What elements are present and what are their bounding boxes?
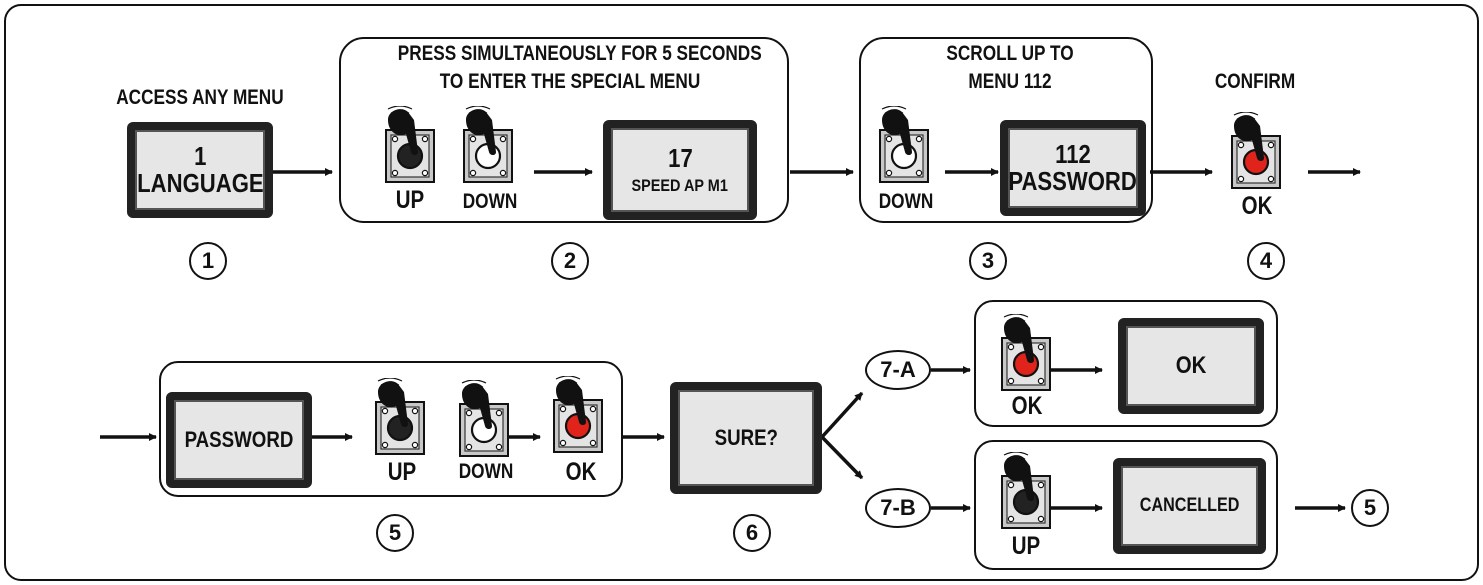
lcd-line-text: PASSWORD: [1008, 166, 1138, 196]
lcd-display-ok: OK: [1118, 318, 1264, 414]
step-number-5: 5: [376, 514, 414, 552]
group-box-step-2: [339, 37, 789, 223]
lcd-display-cancelled: CANCELLED: [1113, 458, 1266, 554]
lcd-line-text: LANGUAGE: [136, 168, 264, 198]
button-label-ok: OK: [1011, 392, 1043, 420]
lcd-line-text: CANCELLED: [1139, 495, 1240, 517]
step-number-3: 3: [969, 242, 1007, 280]
push-button-icon: [385, 106, 435, 183]
ok-button[interactable]: [1228, 112, 1286, 192]
push-button-icon: [463, 106, 513, 183]
ok-button[interactable]: [550, 376, 608, 456]
push-button-icon: [553, 376, 603, 453]
button-label-up: UP: [395, 186, 425, 214]
push-button-icon: [1001, 452, 1051, 529]
push-button-icon: [1231, 112, 1281, 189]
group-box-step-7a: [974, 300, 1278, 427]
return-step-number-5: 5: [1351, 489, 1389, 527]
hand-pointer-icon: [1233, 112, 1264, 161]
button-label-ok: OK: [1241, 192, 1273, 220]
lcd-line-text: SURE?: [714, 425, 778, 451]
down-button[interactable]: [876, 106, 934, 186]
step-3-caption-line-2: MENU 112: [968, 70, 1052, 93]
up-button[interactable]: [998, 452, 1056, 532]
arrow-branch-up: [820, 391, 864, 439]
button-label-up: UP: [1011, 532, 1041, 560]
hand-pointer-icon: [1003, 452, 1034, 501]
step-number-4: 4: [1247, 242, 1285, 280]
hand-pointer-icon: [1003, 314, 1034, 363]
push-button-icon: [1001, 314, 1051, 391]
group-box-step-5: [159, 361, 623, 497]
step-1-caption: ACCESS ANY MENU: [116, 86, 284, 109]
lcd-display-sure: SURE?: [670, 382, 822, 494]
arrow-branch-down: [820, 435, 864, 480]
down-button[interactable]: [460, 106, 518, 186]
lcd-display-password: PASSWORD: [166, 392, 312, 488]
lcd-display-password-112: 112 PASSWORD: [1000, 120, 1146, 216]
step-2-caption-line-1: PRESS SIMULTANEOUSLY FOR 5 SECONDS: [397, 42, 762, 65]
group-box-step-3: [859, 37, 1153, 223]
step-number-1: 1: [189, 242, 227, 280]
lcd-line-number: 1: [193, 140, 207, 171]
step-number-2: 2: [551, 242, 589, 280]
outer-frame: [4, 4, 1479, 581]
hand-pointer-icon: [555, 376, 586, 425]
button-label-down: DOWN: [462, 190, 518, 213]
lcd-display-speed: 17 SPEED AP M1: [603, 120, 757, 220]
push-button-icon: [879, 106, 929, 183]
button-label-up: UP: [387, 458, 417, 486]
branch-tag-7a: 7-A: [865, 350, 931, 390]
hand-pointer-icon: [377, 378, 408, 427]
lcd-line-text: PASSWORD: [184, 427, 294, 453]
down-button[interactable]: [456, 380, 514, 460]
hand-pointer-icon: [461, 380, 492, 429]
branch-tag-7b: 7-B: [865, 488, 931, 528]
push-button-icon: [459, 380, 509, 457]
hand-pointer-icon: [881, 106, 912, 155]
ok-button[interactable]: [998, 314, 1056, 394]
button-label-ok: OK: [565, 458, 597, 486]
lcd-line-text: OK: [1175, 352, 1207, 380]
step-number-6: 6: [733, 514, 771, 552]
step-4-caption: CONFIRM: [1214, 70, 1296, 93]
hand-pointer-icon: [465, 106, 496, 155]
lcd-line-text: SPEED AP M1: [631, 175, 729, 195]
up-button[interactable]: [382, 106, 440, 186]
lcd-line-number: 17: [667, 143, 693, 174]
step-2-caption-line-2: TO ENTER THE SPECIAL MENU: [439, 70, 701, 93]
step-3-caption-line-1: SCROLL UP TO: [946, 42, 1074, 65]
up-button[interactable]: [372, 378, 430, 458]
hand-pointer-icon: [387, 106, 418, 155]
push-button-icon: [375, 378, 425, 455]
group-box-step-7b: [974, 440, 1278, 570]
button-label-down: DOWN: [878, 190, 934, 213]
button-label-down: DOWN: [458, 460, 514, 483]
lcd-line-number: 112: [1055, 138, 1091, 169]
lcd-display-language: 1 LANGUAGE: [127, 122, 273, 218]
